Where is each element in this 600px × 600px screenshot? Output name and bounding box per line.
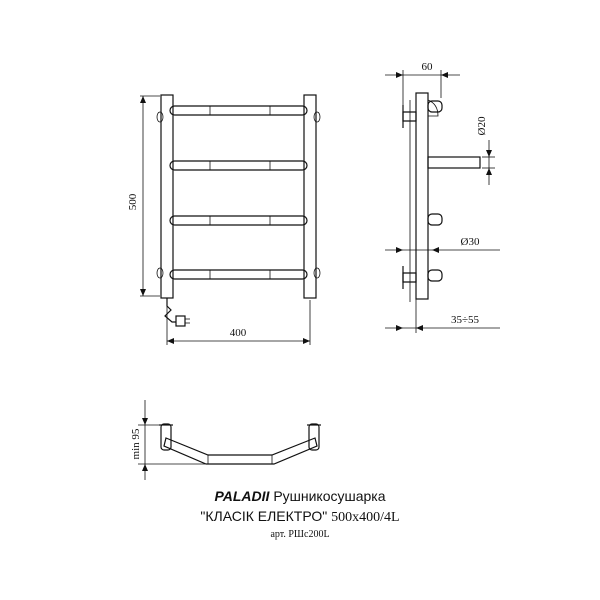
right-mount bbox=[308, 423, 320, 451]
min-height-label: min 95 bbox=[130, 428, 142, 459]
front-view: 500 400 bbox=[127, 94, 321, 345]
side-rungs bbox=[427, 100, 481, 282]
top-view: min 95 bbox=[130, 400, 321, 480]
rung-3 bbox=[169, 215, 308, 226]
pipe-diameter-dimension bbox=[482, 140, 495, 185]
caption-line-1: PALADII Рушникосушарка bbox=[0, 488, 600, 504]
top-view-rung bbox=[163, 437, 318, 465]
width-label: 400 bbox=[230, 327, 247, 339]
side-vertical-pipe bbox=[415, 92, 429, 300]
caption-line-2: "КЛАСІК ЕЛЕКТРО" 500x400/4L bbox=[0, 508, 600, 526]
pipe-diameter-label: Ø20 bbox=[476, 116, 488, 135]
rung-2 bbox=[169, 160, 308, 171]
product-name: Рушникосушарка bbox=[273, 488, 386, 504]
brand-name: PALADII bbox=[214, 488, 270, 504]
height-dimension bbox=[140, 95, 160, 297]
rung-4 bbox=[169, 269, 308, 280]
right-vertical-pipe bbox=[303, 94, 317, 299]
rung-1 bbox=[169, 105, 308, 116]
depth-label: 60 bbox=[422, 61, 434, 73]
wall-distance-dimension bbox=[385, 299, 500, 333]
top-bracket bbox=[402, 111, 417, 122]
flange-diameter-label: Ø30 bbox=[461, 236, 480, 248]
flange-diameter-dimension bbox=[385, 247, 500, 253]
horizontal-rungs bbox=[169, 105, 308, 280]
height-label: 500 bbox=[127, 193, 139, 210]
left-mount bbox=[160, 423, 172, 451]
power-cable-icon bbox=[164, 298, 190, 327]
depth-dimension bbox=[385, 70, 460, 108]
wall-distance-label: 35÷55 bbox=[451, 314, 480, 326]
wall-mount-knobs bbox=[156, 111, 321, 279]
left-vertical-pipe bbox=[160, 94, 174, 299]
model-name: "КЛАСІК ЕЛЕКТРО" bbox=[200, 508, 328, 524]
min-height-dimension bbox=[138, 400, 205, 480]
side-view: 60 Ø20 Ø30 35÷55 bbox=[385, 61, 500, 333]
model-size: 500x400/4L bbox=[331, 510, 400, 525]
width-dimension bbox=[166, 300, 311, 345]
bottom-bracket bbox=[402, 272, 417, 283]
article-number: арт. РШс200L bbox=[270, 529, 330, 540]
